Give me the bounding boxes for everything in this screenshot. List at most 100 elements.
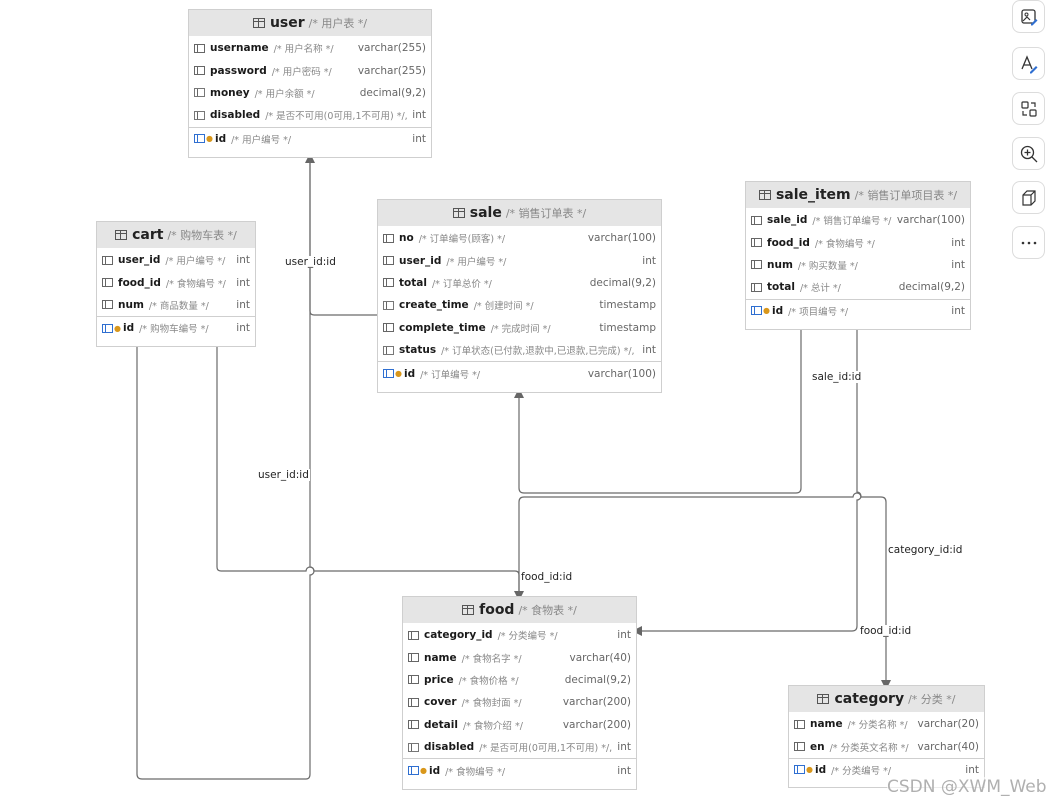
table-icon bbox=[758, 190, 771, 200]
field-row[interactable]: name/* 食物名字 */varchar(40) bbox=[403, 646, 636, 668]
field-row[interactable]: num/* 购买数量 */int bbox=[746, 254, 970, 276]
field-name: money bbox=[210, 86, 250, 99]
column-icon bbox=[751, 260, 762, 270]
field-row[interactable]: en/* 分类英文名称 */varchar(40) bbox=[789, 735, 984, 757]
field-comment: /* 用户名称 */ bbox=[273, 44, 334, 56]
zoom-in-button[interactable] bbox=[1012, 137, 1045, 170]
table-header: sale/* 销售订单表 */ bbox=[378, 200, 661, 226]
column-icon bbox=[383, 323, 394, 333]
field-type: varchar(100) bbox=[896, 214, 965, 227]
field-comment: /* 订单状态(已付款,退款中,已退款,已完成) */, bbox=[441, 346, 635, 358]
table-food[interactable]: food/* 食物表 */ category_id/* 分类编号 */int n… bbox=[402, 596, 637, 790]
field-row[interactable]: status/* 订单状态(已付款,退款中,已退款,已完成) */,int bbox=[378, 339, 661, 361]
table-sale[interactable]: sale/* 销售订单表 */ no/* 订单编号(顾客) */varchar(… bbox=[377, 199, 662, 393]
table-name: food bbox=[479, 602, 515, 618]
primary-key-row[interactable]: ●id/* 分类编号 */int bbox=[789, 757, 984, 781]
field-row[interactable]: total/* 总计 */decimal(9,2) bbox=[746, 276, 970, 298]
field-row[interactable]: category_id/* 分类编号 */int bbox=[403, 624, 636, 646]
primary-key-row[interactable]: ●id/* 项目编号 */int bbox=[746, 298, 970, 322]
field-name: id bbox=[122, 322, 135, 335]
field-row[interactable]: disabled/* 是否不可用(0可用,1不可用) */,int bbox=[189, 104, 431, 126]
field-type: int bbox=[617, 629, 631, 642]
field-comment: /* 分类名称 */ bbox=[847, 720, 908, 732]
text-edit-button[interactable] bbox=[1012, 47, 1045, 80]
watermark: CSDN @XWM_Web bbox=[887, 777, 1047, 797]
field-row[interactable]: sale_id/* 销售订单编号 */varchar(100) bbox=[746, 209, 970, 231]
field-row[interactable]: food_id/* 食物编号 */int bbox=[97, 271, 255, 293]
field-comment: /* 订单总价 */ bbox=[431, 278, 492, 290]
field-row[interactable]: password/* 用户密码 */varchar(255) bbox=[189, 59, 431, 81]
primary-key-row[interactable]: ●id/* 食物编号 */int bbox=[403, 758, 636, 781]
field-type: int bbox=[965, 763, 979, 776]
table-cart[interactable]: cart/* 购物车表 */ user_id/* 用户编号 */int food… bbox=[96, 221, 256, 347]
primary-key-icon bbox=[408, 766, 419, 776]
field-name: id bbox=[771, 304, 784, 317]
field-comment: /* 购买数量 */ bbox=[797, 260, 858, 272]
primary-key-row[interactable]: ●id/* 订单编号 */varchar(100) bbox=[378, 361, 661, 384]
primary-key-row[interactable]: ●id/* 购物车编号 */int bbox=[97, 316, 255, 339]
image-edit-button[interactable] bbox=[1012, 0, 1045, 33]
table-header: user/* 用户表 */ bbox=[189, 10, 431, 36]
column-icon bbox=[102, 278, 113, 288]
column-icon bbox=[408, 697, 419, 707]
field-comment: /* 分类英文名称 */ bbox=[829, 742, 909, 754]
field-type: int bbox=[617, 741, 631, 754]
cube-icon bbox=[1021, 189, 1036, 206]
field-row[interactable]: no/* 订单编号(顾客) */varchar(100) bbox=[378, 227, 661, 249]
field-row[interactable]: create_time/* 创建时间 */timestamp bbox=[378, 294, 661, 316]
field-row[interactable]: cover/* 食物封面 */varchar(200) bbox=[403, 691, 636, 713]
field-name: num bbox=[767, 258, 793, 271]
primary-key-icon bbox=[794, 765, 805, 775]
field-row[interactable]: name/* 分类名称 */varchar(20) bbox=[789, 713, 984, 735]
field-type: int bbox=[642, 344, 656, 357]
field-type: int bbox=[236, 276, 250, 289]
field-row[interactable]: num/* 商品数量 */int bbox=[97, 294, 255, 316]
field-type: int bbox=[412, 132, 426, 145]
column-icon bbox=[751, 238, 762, 248]
field-type: int bbox=[951, 236, 965, 249]
field-name: user_id bbox=[399, 254, 442, 267]
table-user[interactable]: user/* 用户表 */ username/* 用户名称 */varchar(… bbox=[188, 9, 432, 158]
field-row[interactable]: username/* 用户名称 */varchar(255) bbox=[189, 37, 431, 59]
field-type: timestamp bbox=[599, 321, 656, 334]
swap-button[interactable] bbox=[1012, 92, 1045, 125]
field-comment: /* 订单编号(顾客) */ bbox=[418, 234, 506, 246]
table-category[interactable]: category/* 分类 */ name/* 分类名称 */varchar(2… bbox=[788, 685, 985, 788]
field-row[interactable]: user_id/* 用户编号 */int bbox=[97, 249, 255, 271]
field-row[interactable]: money/* 用户余额 */decimal(9,2) bbox=[189, 82, 431, 104]
field-name: sale_id bbox=[767, 214, 808, 227]
field-row[interactable]: price/* 食物价格 */decimal(9,2) bbox=[403, 669, 636, 691]
field-name: total bbox=[767, 281, 795, 294]
field-type: timestamp bbox=[599, 299, 656, 312]
edge-label-food-category: category_id:id bbox=[887, 544, 964, 556]
field-type: int bbox=[617, 764, 631, 777]
field-name: name bbox=[810, 718, 843, 731]
table-name: category bbox=[834, 691, 905, 707]
cube-button[interactable] bbox=[1012, 181, 1045, 214]
column-icon bbox=[194, 66, 205, 76]
primary-key-row[interactable]: ●id/* 用户编号 */int bbox=[189, 126, 431, 150]
field-type: varchar(255) bbox=[357, 64, 426, 77]
column-icon bbox=[194, 43, 205, 53]
field-row[interactable]: disabled/* 是否可用(0可用,1不可用) */,int bbox=[403, 736, 636, 758]
zoom-in-icon bbox=[1020, 145, 1037, 162]
field-comment: /* 是否不可用(0可用,1不可用) */, bbox=[265, 111, 408, 123]
table-sale-item[interactable]: sale_item/* 销售订单项目表 */ sale_id/* 销售订单编号 … bbox=[745, 181, 971, 330]
field-row[interactable]: food_id/* 食物编号 */int bbox=[746, 231, 970, 253]
column-icon bbox=[794, 719, 805, 729]
more-button[interactable] bbox=[1012, 226, 1045, 259]
field-comment: /* 分类编号 */ bbox=[831, 765, 892, 777]
edge-item-food bbox=[632, 330, 862, 636]
field-comment: /* 分类编号 */ bbox=[497, 631, 558, 643]
field-name: no bbox=[399, 232, 414, 245]
primary-key-icon bbox=[102, 323, 113, 333]
table-comment: /* 销售订单表 */ bbox=[505, 207, 587, 220]
field-type: int bbox=[951, 304, 965, 317]
field-name: cover bbox=[424, 696, 457, 709]
edge-label-sale-user: user_id:id bbox=[284, 256, 337, 268]
field-row[interactable]: complete_time/* 完成时间 */timestamp bbox=[378, 317, 661, 339]
field-row[interactable]: total/* 订单总价 */decimal(9,2) bbox=[378, 272, 661, 294]
field-row[interactable]: detail/* 食物介绍 */varchar(200) bbox=[403, 714, 636, 736]
field-row[interactable]: user_id/* 用户编号 */int bbox=[378, 249, 661, 271]
key-icon: ● bbox=[420, 766, 427, 776]
